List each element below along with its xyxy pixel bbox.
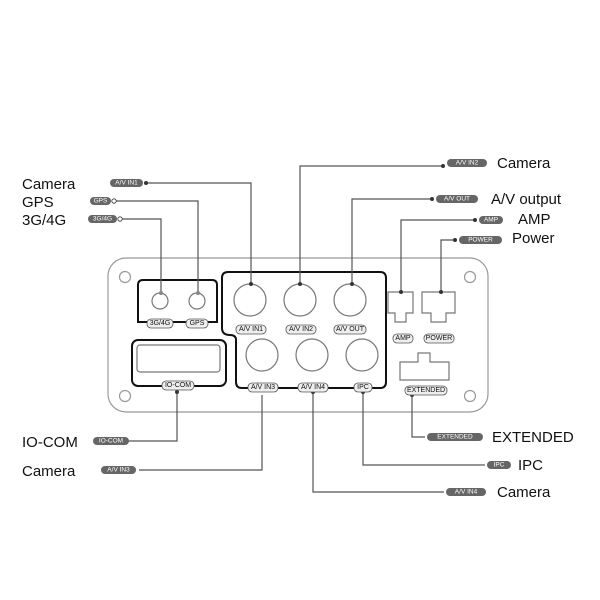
callout-camera-in3: Camera	[22, 463, 76, 480]
callout-iocom: IO-COM	[22, 434, 78, 451]
tag-av-in4: A/V IN4	[446, 488, 486, 496]
svg-text:A/V IN3: A/V IN3	[107, 467, 130, 474]
tag-3g4g: 3G/4G	[88, 215, 117, 223]
panel-label-av-in1: A/V IN1	[235, 324, 267, 335]
svg-text:A/V IN2: A/V IN2	[289, 326, 313, 333]
av-in1-port	[233, 283, 267, 317]
svg-text:A/V IN3: A/V IN3	[251, 384, 275, 391]
svg-text:A/V IN4: A/V IN4	[455, 489, 478, 496]
svg-text:A/V IN2: A/V IN2	[456, 160, 479, 167]
tag-av-in3: A/V IN3	[101, 466, 136, 474]
av-in2-port	[283, 283, 317, 317]
antenna-group-box	[137, 279, 218, 323]
tag-extended: EXTENDED	[427, 433, 483, 441]
callout-camera-in4: Camera	[497, 484, 551, 501]
svg-text:EXTENDED: EXTENDED	[407, 387, 445, 394]
mounting-holes	[118, 270, 477, 403]
tag-power: POWER	[459, 236, 502, 244]
3g4g-antenna-port	[151, 292, 169, 310]
svg-text:AMP: AMP	[395, 335, 411, 342]
extended-port	[399, 352, 450, 381]
panel-label-ipc: IPC	[353, 382, 373, 393]
svg-text:A/V OUT: A/V OUT	[336, 326, 365, 333]
ipc-port	[345, 338, 379, 372]
svg-text:3G/4G: 3G/4G	[93, 216, 112, 223]
panel-label-iocom: IO-COM	[161, 380, 195, 391]
leader-lines	[96, 165, 485, 493]
svg-text:A/V OUT: A/V OUT	[444, 196, 470, 203]
power-port	[421, 291, 456, 323]
callout-av-output: A/V output	[491, 191, 562, 208]
callout-3g4g: 3G/4G	[22, 212, 66, 229]
iocom-port	[136, 344, 221, 373]
av-in4-port	[295, 338, 329, 372]
callout-power: Power	[512, 230, 555, 247]
panel-label-amp: AMP	[392, 333, 414, 344]
panel-label-av-in2: A/V IN2	[285, 324, 317, 335]
tag-av-in2: A/V IN2	[447, 159, 487, 167]
svg-text:A/V IN4: A/V IN4	[301, 384, 325, 391]
panel-label-power: POWER	[423, 333, 455, 344]
callout-ipc: IPC	[518, 457, 543, 474]
panel-label-gps: GPS	[185, 318, 209, 329]
svg-text:IPC: IPC	[494, 462, 505, 469]
svg-text:A/V IN1: A/V IN1	[239, 326, 263, 333]
svg-text:A/V IN1: A/V IN1	[115, 180, 138, 187]
amp-port	[387, 291, 414, 323]
svg-text:IO-COM: IO-COM	[165, 382, 191, 389]
tag-ipc: IPC	[487, 461, 511, 469]
panel-label-extended: EXTENDED	[404, 385, 448, 396]
av-group-box	[221, 271, 387, 389]
svg-text:POWER: POWER	[426, 335, 452, 342]
svg-text:IPC: IPC	[357, 384, 369, 391]
panel-label-av-in4: A/V IN4	[297, 382, 329, 393]
svg-text:AMP: AMP	[484, 217, 498, 224]
callout-gps: GPS	[22, 194, 54, 211]
tag-av-out: A/V OUT	[436, 195, 478, 203]
tag-av-in1: A/V IN1	[110, 179, 143, 187]
callout-camera-in1: Camera	[22, 176, 76, 193]
svg-text:IO-COM: IO-COM	[99, 438, 123, 445]
callout-amp: AMP	[518, 211, 551, 228]
gps-antenna-port	[188, 292, 206, 310]
tag-amp: AMP	[479, 216, 503, 224]
svg-text:GPS: GPS	[94, 198, 108, 205]
av-in3-port	[245, 338, 279, 372]
tag-iocom: IO-COM	[93, 437, 129, 445]
panel-outline	[107, 257, 489, 413]
tag-gps: GPS	[90, 197, 111, 205]
av-out-port	[333, 283, 367, 317]
callout-camera-in2: Camera	[497, 155, 551, 172]
panel-label-av-in3: A/V IN3	[247, 382, 279, 393]
svg-text:GPS: GPS	[190, 320, 205, 327]
panel-label-av-out: A/V OUT	[333, 324, 367, 335]
svg-text:POWER: POWER	[468, 237, 493, 244]
svg-text:3G/4G: 3G/4G	[150, 320, 171, 327]
svg-text:EXTENDED: EXTENDED	[437, 434, 473, 441]
panel-label-3g4g: 3G/4G	[146, 318, 174, 329]
callout-extended: EXTENDED	[492, 429, 574, 446]
